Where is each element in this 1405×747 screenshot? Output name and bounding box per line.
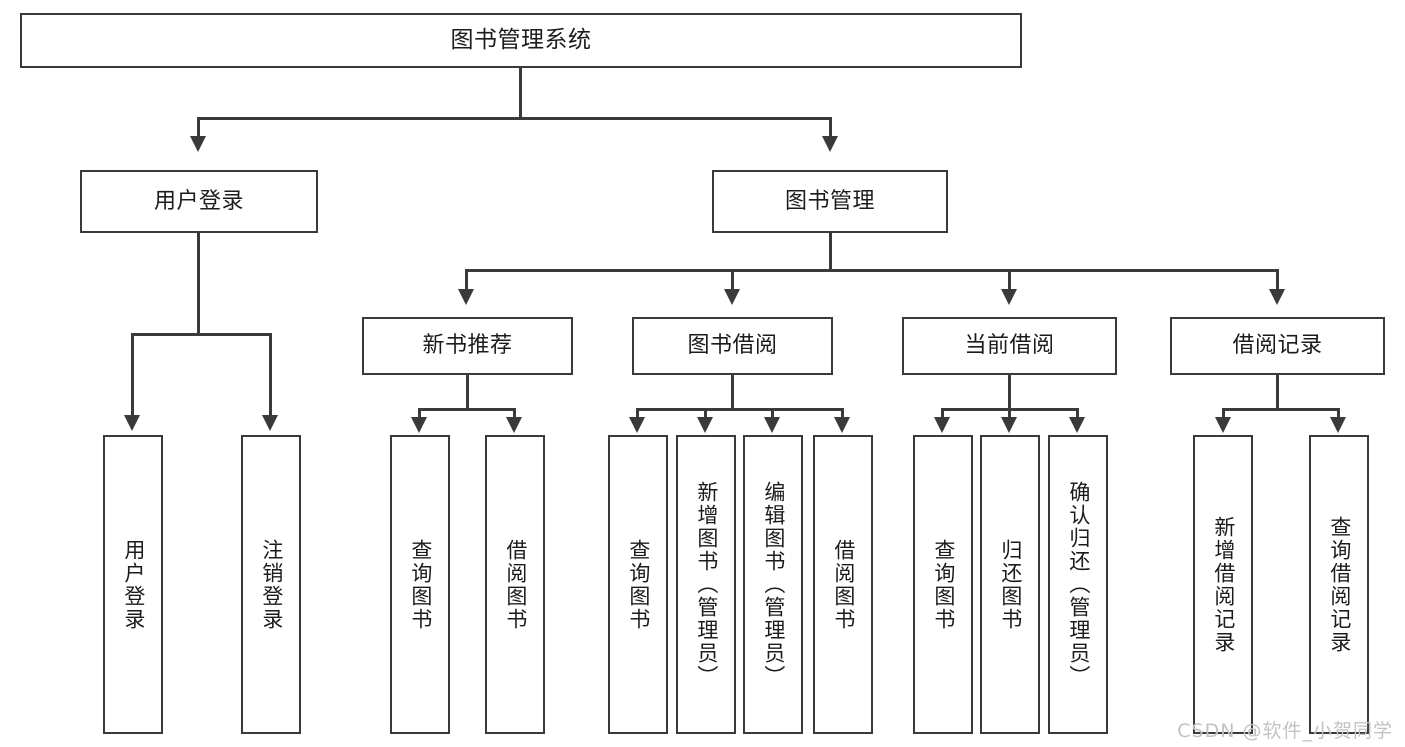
connector-root-bus bbox=[197, 117, 831, 120]
leaf-label: 查询图书 bbox=[408, 538, 433, 631]
leaf-label: 确认归还（管理员） bbox=[1066, 481, 1091, 688]
connector-book-borrow-drop-4 bbox=[841, 408, 844, 419]
node-label: 用户登录 bbox=[153, 188, 244, 214]
connector-user-login-drop-2 bbox=[269, 333, 272, 417]
connector-to-borrow-record bbox=[1276, 269, 1279, 291]
arrow-to-leaf-user-login bbox=[124, 415, 140, 431]
leaf-query-book-current[interactable]: 查询图书 bbox=[913, 435, 973, 734]
arrow-to-current-borrow bbox=[1001, 289, 1017, 305]
connector-new-book-drop-2 bbox=[513, 408, 516, 419]
leaf-label: 借阅图书 bbox=[831, 538, 856, 631]
leaf-label: 查询借阅记录 bbox=[1327, 515, 1352, 654]
leaf-user-login[interactable]: 用户登录 bbox=[103, 435, 163, 734]
connector-root-to-user-login bbox=[197, 117, 200, 138]
arrow-to-leaf-add-record bbox=[1215, 417, 1231, 433]
leaf-label: 借阅图书 bbox=[503, 538, 528, 631]
connector-root-stem bbox=[519, 68, 522, 119]
node-book-borrow[interactable]: 图书借阅 bbox=[632, 317, 833, 375]
arrow-to-book-borrow bbox=[724, 289, 740, 305]
leaf-label: 新增借阅记录 bbox=[1211, 515, 1236, 654]
node-label: 图书管理系统 bbox=[450, 27, 592, 54]
arrow-to-leaf-query-record bbox=[1330, 417, 1346, 433]
leaf-query-borrow-record[interactable]: 查询借阅记录 bbox=[1309, 435, 1369, 734]
leaf-label: 用户登录 bbox=[121, 538, 146, 631]
connector-book-borrow-drop-2 bbox=[704, 408, 707, 419]
node-book-management[interactable]: 图书管理 bbox=[712, 170, 948, 233]
node-borrow-record[interactable]: 借阅记录 bbox=[1170, 317, 1385, 375]
arrow-to-leaf-query-book-1 bbox=[411, 417, 427, 433]
connector-current-borrow-drop-2 bbox=[1008, 408, 1011, 419]
node-label: 借阅记录 bbox=[1232, 333, 1323, 359]
arrow-to-leaf-edit-book bbox=[764, 417, 780, 433]
connector-to-book-borrow bbox=[731, 269, 734, 291]
connector-to-current-borrow bbox=[1008, 269, 1011, 291]
arrow-to-new-book-recommend bbox=[458, 289, 474, 305]
leaf-label: 归还图书 bbox=[998, 538, 1023, 631]
leaf-edit-book[interactable]: 编辑图书（管理员） bbox=[743, 435, 803, 734]
node-label: 图书借阅 bbox=[687, 333, 778, 359]
connector-borrow-record-drop-1 bbox=[1222, 408, 1225, 419]
arrow-to-leaf-add-book bbox=[697, 417, 713, 433]
node-label: 新书推荐 bbox=[422, 333, 513, 359]
arrow-to-leaf-query-book-2 bbox=[629, 417, 645, 433]
connector-current-borrow-drop-1 bbox=[941, 408, 944, 419]
leaf-label: 查询图书 bbox=[931, 538, 956, 631]
node-current-borrow[interactable]: 当前借阅 bbox=[902, 317, 1117, 375]
node-root-system[interactable]: 图书管理系统 bbox=[20, 13, 1022, 68]
connector-user-login-drop-1 bbox=[131, 333, 134, 417]
connector-borrow-record-drop-2 bbox=[1337, 408, 1340, 419]
connector-borrow-record-bus bbox=[1222, 408, 1339, 411]
connector-user-login-bus bbox=[131, 333, 271, 336]
arrow-to-leaf-confirm-return bbox=[1069, 417, 1085, 433]
connector-new-book-bus bbox=[418, 408, 516, 411]
leaf-borrow-book-recommend[interactable]: 借阅图书 bbox=[485, 435, 545, 734]
leaf-label: 编辑图书（管理员） bbox=[761, 481, 786, 688]
connector-book-borrow-drop-1 bbox=[636, 408, 639, 419]
leaf-label: 查询图书 bbox=[626, 538, 651, 631]
arrow-to-leaf-borrow-book-1 bbox=[506, 417, 522, 433]
node-new-book-recommend[interactable]: 新书推荐 bbox=[362, 317, 573, 375]
leaf-label: 注销登录 bbox=[259, 538, 284, 631]
leaf-add-book[interactable]: 新增图书（管理员） bbox=[676, 435, 736, 734]
leaf-confirm-return[interactable]: 确认归还（管理员） bbox=[1048, 435, 1108, 734]
node-user-login[interactable]: 用户登录 bbox=[80, 170, 318, 233]
leaf-borrow-book[interactable]: 借阅图书 bbox=[813, 435, 873, 734]
node-label: 当前借阅 bbox=[964, 333, 1055, 359]
connector-current-borrow-drop-3 bbox=[1076, 408, 1079, 419]
arrow-to-leaf-borrow-book-2 bbox=[834, 417, 850, 433]
leaf-label: 新增图书（管理员） bbox=[694, 481, 719, 688]
connector-new-book-stem bbox=[466, 375, 469, 410]
connector-book-management-stem bbox=[829, 233, 832, 271]
arrow-to-borrow-record bbox=[1269, 289, 1285, 305]
connector-user-login-stem bbox=[197, 233, 200, 335]
connector-borrow-record-stem bbox=[1276, 375, 1279, 410]
arrow-to-leaf-user-logout bbox=[262, 415, 278, 431]
leaf-query-book-recommend[interactable]: 查询图书 bbox=[390, 435, 450, 734]
leaf-query-book-borrow[interactable]: 查询图书 bbox=[608, 435, 668, 734]
connector-new-book-drop-1 bbox=[418, 408, 421, 419]
connector-book-borrow-drop-3 bbox=[771, 408, 774, 419]
arrow-root-to-book-management bbox=[822, 136, 838, 152]
arrow-root-to-user-login bbox=[190, 136, 206, 152]
connector-current-borrow-stem bbox=[1008, 375, 1011, 410]
leaf-user-logout[interactable]: 注销登录 bbox=[241, 435, 301, 734]
connector-to-new-book-recommend bbox=[465, 269, 468, 291]
connector-book-borrow-stem bbox=[731, 375, 734, 410]
arrow-to-leaf-return-book bbox=[1001, 417, 1017, 433]
arrow-to-leaf-query-book-3 bbox=[934, 417, 950, 433]
connector-level3-bus bbox=[465, 269, 1278, 272]
connector-root-to-book-management bbox=[829, 117, 832, 138]
node-label: 图书管理 bbox=[784, 188, 875, 214]
leaf-add-borrow-record[interactable]: 新增借阅记录 bbox=[1193, 435, 1253, 734]
leaf-return-book[interactable]: 归还图书 bbox=[980, 435, 1040, 734]
connector-book-borrow-bus bbox=[636, 408, 843, 411]
